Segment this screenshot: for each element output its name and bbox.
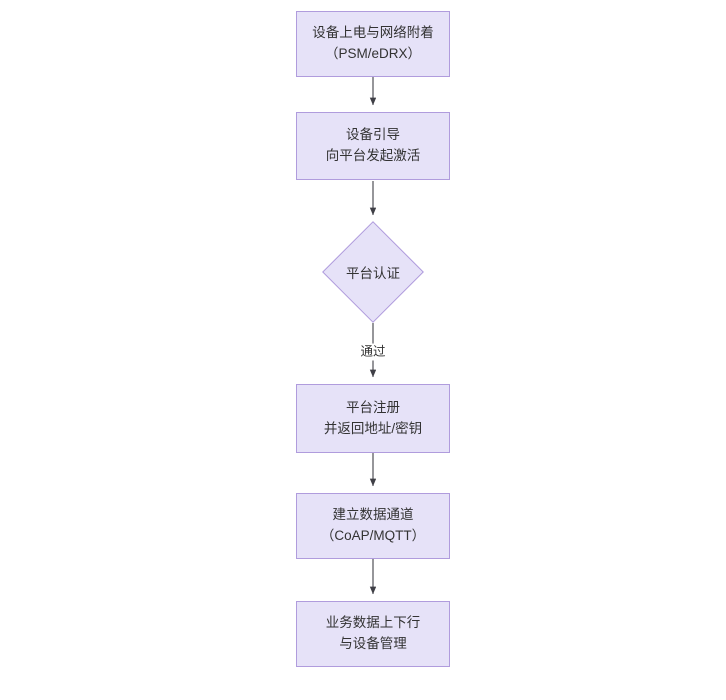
node-business-data[interactable]: 业务数据上下行 与设备管理: [296, 601, 450, 667]
node-line: 与设备管理: [339, 636, 407, 651]
node-platform-register[interactable]: 平台注册 并返回地址/密钥: [296, 384, 450, 453]
node-platform-auth[interactable]: 平台认证: [321, 220, 425, 324]
node-line: 并返回地址/密钥: [323, 420, 423, 436]
node-line: 平台注册: [346, 399, 400, 415]
node-line: 设备引导: [346, 127, 400, 143]
node-line: （CoAP/MQTT）: [320, 528, 426, 543]
node-line: 设备上电与网络附着: [312, 25, 434, 41]
node-line: （PSM/eDRX）: [324, 46, 422, 61]
node-data-channel[interactable]: 建立数据通道 （CoAP/MQTT）: [296, 493, 450, 559]
node-line: 平台认证: [346, 266, 400, 281]
node-line: 业务数据上下行: [325, 615, 421, 631]
node-device-power-on[interactable]: 设备上电与网络附着 （PSM/eDRX）: [296, 11, 450, 77]
node-device-bootstrap[interactable]: 设备引导 向平台发起激活: [296, 112, 450, 180]
edge-label-pass: 通过: [358, 343, 388, 361]
node-line: 建立数据通道: [332, 507, 414, 523]
node-line: 向平台发起激活: [325, 148, 421, 163]
